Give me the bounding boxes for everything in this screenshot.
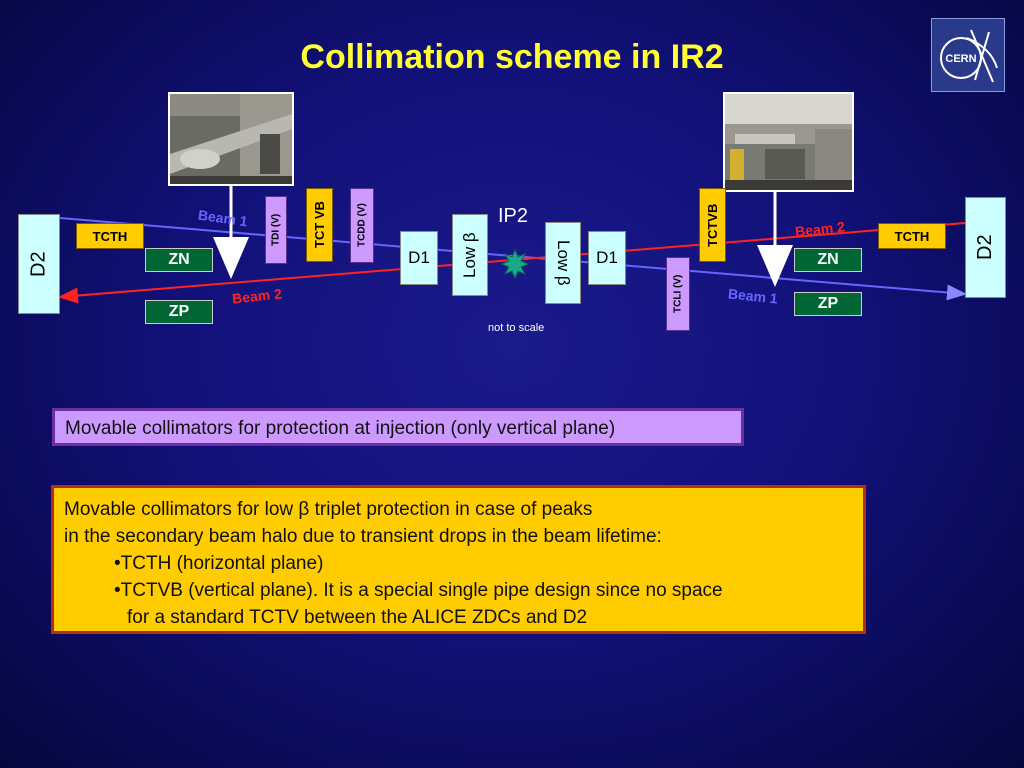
magnet-d1-left: D1 (400, 231, 438, 285)
triplet-low-beta-left: Low β (452, 214, 488, 296)
note-bullet-tctvb-continued: for a standard TCTV between the ALICE ZD… (127, 607, 588, 628)
collimator-tctvb-right: TCTVB (699, 188, 726, 262)
triplet-protection-note: Movable collimators for low β triplet pr… (51, 485, 866, 634)
ip2-star-icon (500, 248, 530, 280)
magnet-d1-right: D1 (588, 231, 626, 285)
magnet-d2-right: D2 (965, 197, 1006, 298)
note-bullet-tctvb: •TCTVB (vertical plane). It is a special… (114, 580, 723, 601)
injection-protection-note: Movable collimators for protection at in… (52, 408, 744, 446)
collimator-tdi: TDI (V) (265, 196, 287, 264)
slide-title: Collimation scheme in IR2 (300, 38, 724, 76)
cern-logo: CERN (930, 17, 1006, 93)
collimator-tcli: TCLI (V) (666, 257, 690, 331)
collimator-tct-vb-left: TCT VB (306, 188, 333, 262)
detector-zn-left: ZN (145, 248, 213, 272)
collimator-tcth-right: TCTH (878, 223, 946, 249)
detector-zp-right: ZP (794, 292, 862, 316)
detector-zn-right: ZN (794, 248, 862, 272)
cern-logo-text: CERN (945, 53, 976, 65)
magnet-d2-left: D2 (18, 214, 60, 314)
collimator-tcdd: TCDD (V) (350, 188, 374, 263)
note-line-1: Movable collimators for low β triplet pr… (64, 499, 593, 520)
not-to-scale-note: not to scale (488, 322, 545, 334)
ip2-label: IP2 (498, 205, 529, 227)
detector-zp-left: ZP (145, 300, 213, 324)
note-bullet-tcth: •TCTH (horizontal plane) (114, 553, 324, 574)
note-line-2: in the secondary beam halo due to transi… (64, 526, 662, 547)
triplet-low-beta-right: Low β (545, 222, 581, 304)
collimator-tcth-left: TCTH (76, 223, 144, 249)
tunnel-photo-left (168, 92, 294, 186)
tunnel-photo-right (723, 92, 854, 192)
